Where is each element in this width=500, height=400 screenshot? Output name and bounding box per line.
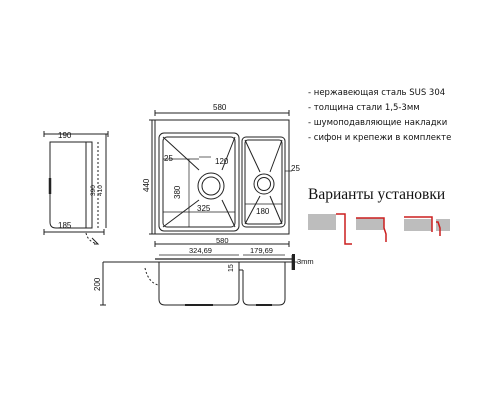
side-depth-b-label: 410 xyxy=(97,185,104,196)
side-depth-a-label: 390 xyxy=(90,185,97,196)
top-left-bowl-width-label: 325 xyxy=(197,204,211,213)
variant-3-sink-edge xyxy=(404,216,433,232)
variant-2-sink-edge xyxy=(356,217,387,242)
spec-steel: - нержавеющая сталь SUS 304 xyxy=(308,88,446,98)
front-right-bowl xyxy=(242,262,286,306)
top-overall-width-label: 580 xyxy=(213,103,227,112)
front-thickness-label: 3mm xyxy=(297,257,314,266)
front-divider-drop-label: 15 xyxy=(228,264,235,272)
front-height-label: 200 xyxy=(93,277,102,291)
top-view xyxy=(149,110,292,235)
side-view xyxy=(43,131,109,245)
variant-4-sink-edge xyxy=(436,221,441,236)
top-outer-frame xyxy=(154,119,290,235)
variant-1-sink-edge xyxy=(336,213,352,245)
left-drain xyxy=(197,172,225,200)
top-right-offset-label: 25 xyxy=(291,164,300,173)
variant-1-counter xyxy=(308,214,336,230)
variant-2-counter xyxy=(356,218,384,230)
left-bowl xyxy=(158,132,240,232)
front-view xyxy=(100,241,298,306)
side-top-width-label: 190 xyxy=(58,131,72,140)
front-left-bowl-width-label: 324,69 xyxy=(189,246,212,255)
side-bottom-width-label: 185 xyxy=(58,221,72,230)
variant-3-counter xyxy=(404,219,432,231)
right-bowl xyxy=(241,136,286,228)
variant-4-counter xyxy=(436,219,450,231)
spec-siphon: - сифон и крепежи в комплекте xyxy=(308,133,452,143)
front-left-bowl xyxy=(158,262,240,306)
install-variant-flush xyxy=(356,217,387,242)
install-variant-inset xyxy=(436,219,450,236)
top-left-offset-label: 25 xyxy=(164,154,173,163)
front-overall-width-label: 580 xyxy=(216,236,229,245)
spec-pads: - шумоподавляющие накладки xyxy=(308,118,448,128)
spec-thickness: - толщина стали 1,5-3мм xyxy=(308,103,420,113)
install-variant-topmount xyxy=(404,216,433,232)
top-right-bowl-width-label: 180 xyxy=(256,207,270,216)
top-drain-offset-label: 120 xyxy=(215,157,229,166)
variants-title: Варианты установки xyxy=(308,186,446,203)
right-drain xyxy=(253,173,275,195)
top-overall-depth-label: 440 xyxy=(142,178,151,192)
side-bowl-outline xyxy=(49,141,93,229)
install-variant-undermount xyxy=(308,213,352,245)
top-bowl-depth-label: 380 xyxy=(173,185,182,199)
thickness-marker xyxy=(292,254,295,270)
front-right-bowl-width-label: 179,69 xyxy=(250,246,273,255)
